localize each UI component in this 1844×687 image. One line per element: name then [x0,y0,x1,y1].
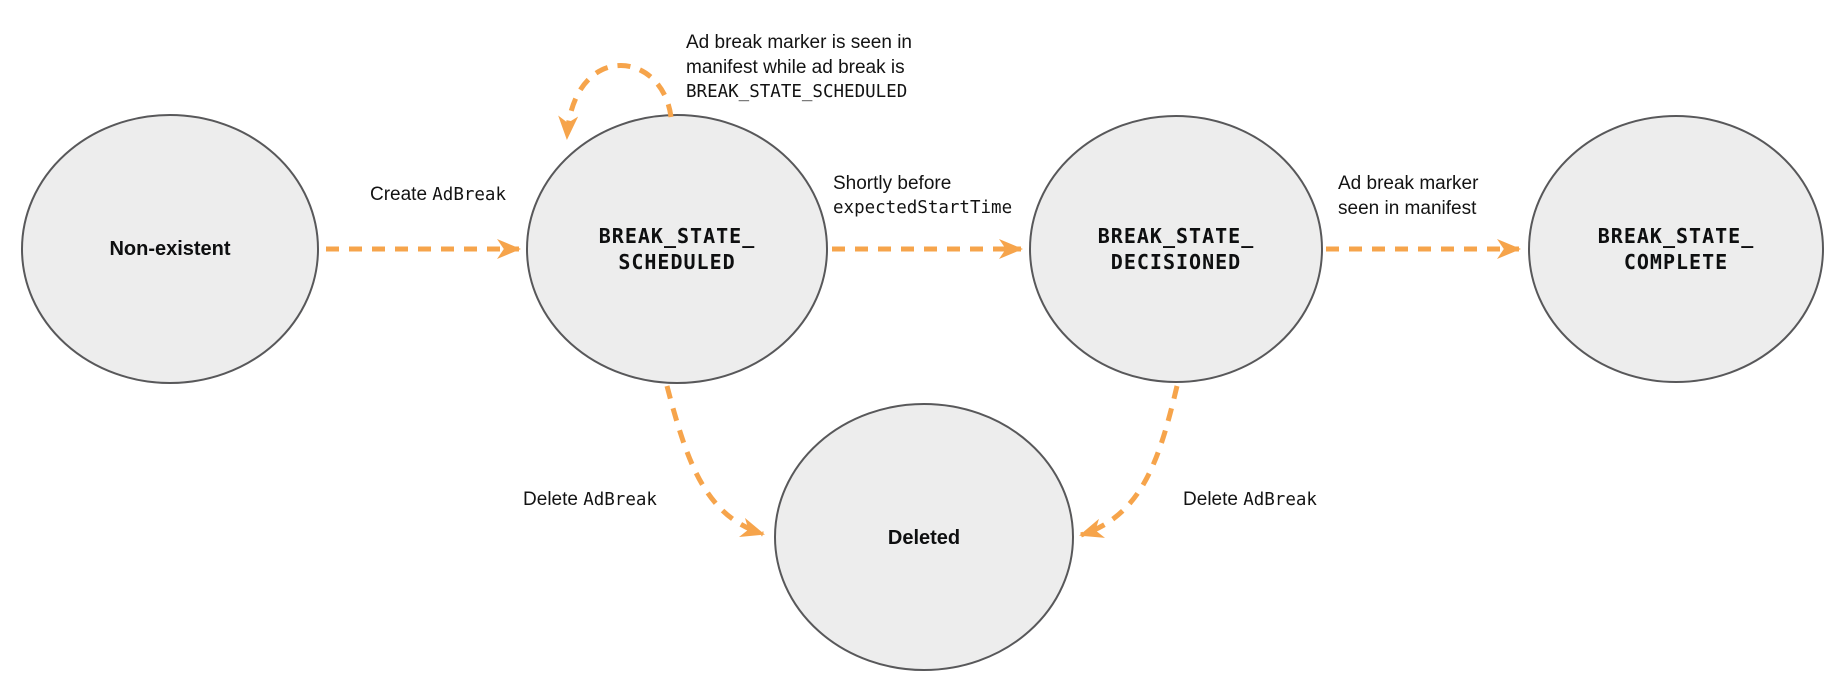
edge-delete-right-arrow [1079,385,1180,538]
state-node-non-existent [21,114,319,384]
edge-label-text: Shortly before [833,173,952,194]
edge-delete-left-arrow [664,385,765,538]
state-label-line: SCHEDULED [618,250,736,274]
state-label-break-state-scheduled: BREAK_STATE_ SCHEDULED [599,223,756,275]
state-label-deleted: Deleted [887,527,961,549]
edge-label-text: manifest while ad break is [686,57,905,78]
edge-label-text: Delete [1183,489,1238,510]
edge-label-code: BREAK_STATE_SCHEDULED [686,82,908,102]
edge-label-self-loop: Ad break marker is seen in manifest whil… [686,30,912,105]
edge-label-code: AdBreak [432,185,507,205]
edge-label-text: Delete [523,489,578,510]
state-label-line: BREAK_STATE_ [598,224,756,248]
edge-label-text: Create [369,184,428,205]
edge-self-loop-arrow [558,63,674,140]
state-node-deleted [774,403,1074,671]
edge-label-marker-seen: Ad break marker seen in manifest [1338,171,1478,221]
edge-label-code: AdBreak [583,490,657,510]
state-label-line: BREAK_STATE_ [1597,224,1755,248]
edge-label-code: AdBreak [1243,490,1317,510]
state-label-break-state-decisioned: BREAK_STATE_ DECISIONED [1098,223,1255,275]
state-label-line: COMPLETE [1623,250,1729,274]
state-label-break-state-complete: BREAK_STATE_ COMPLETE [1598,223,1755,275]
state-node-break-state-scheduled [526,114,828,384]
state-label-non-existent: Non-existent [109,238,231,260]
edge-label-text: Ad break marker is seen in [686,32,912,53]
state-label-line: BREAK_STATE_ [1097,224,1255,248]
edge-label-shortly-before: Shortly before expectedStartTime [833,171,1012,221]
state-node-break-state-decisioned [1029,115,1323,383]
edge-label-text: seen in manifest [1338,198,1477,219]
edge-label-code: expectedStartTime [833,198,1013,218]
state-node-break-state-complete [1528,115,1824,383]
state-label-line: DECISIONED [1110,250,1242,274]
edge-label-text: Ad break marker [1338,173,1479,194]
